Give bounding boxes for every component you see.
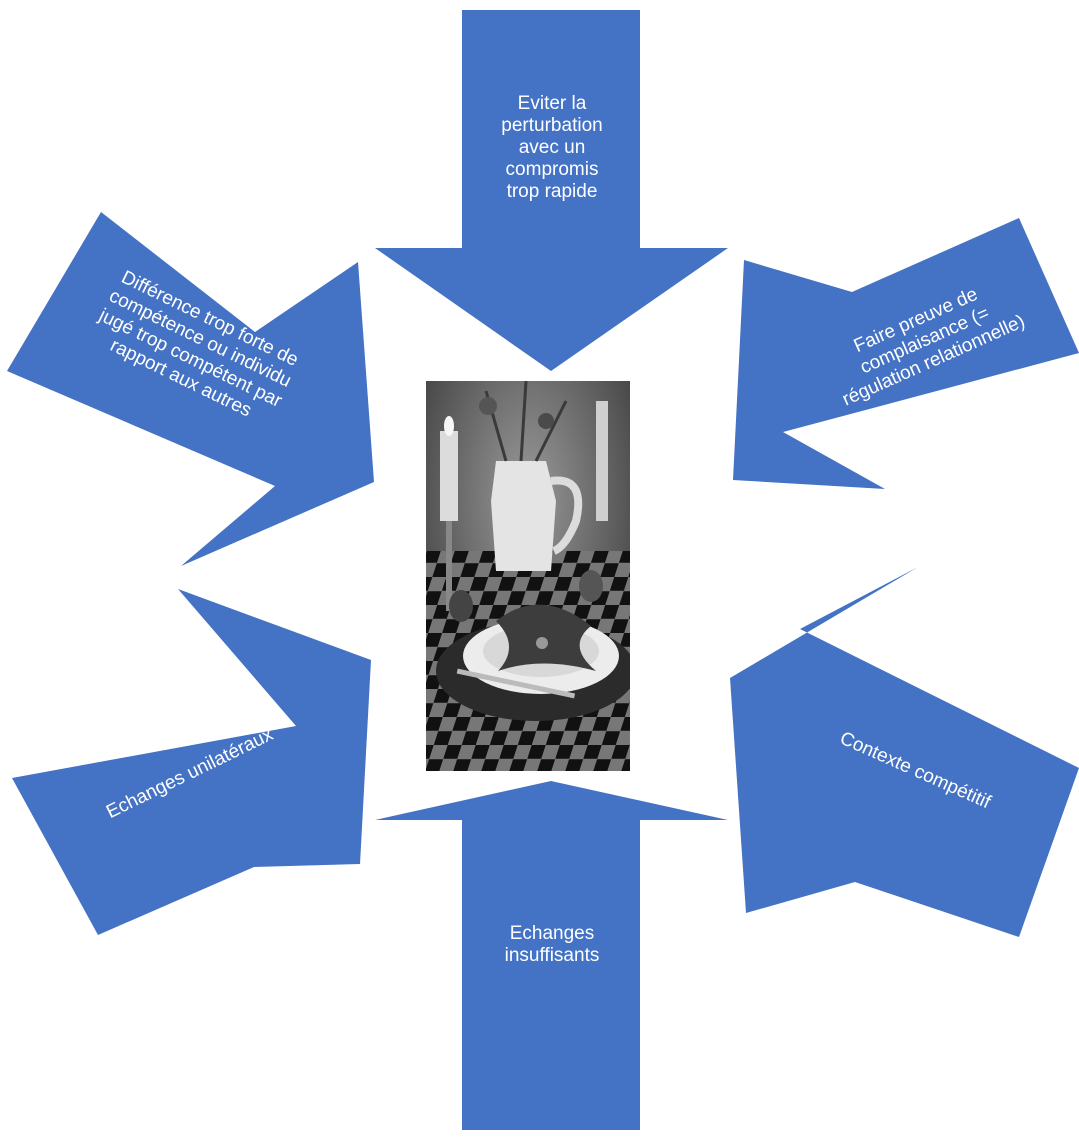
arrow-top bbox=[375, 10, 728, 371]
arrow-bottom bbox=[375, 781, 728, 1130]
arrow-lower-right bbox=[730, 567, 1079, 937]
arrow-upper-right bbox=[733, 218, 1079, 489]
table-setting-illustration bbox=[426, 381, 630, 771]
arrow-upper-left bbox=[7, 212, 374, 566]
table-setting-photo bbox=[426, 381, 630, 771]
arrow-label-top: Eviter la perturbation avec un compromis… bbox=[501, 93, 603, 202]
arrow-lower-left bbox=[12, 589, 371, 935]
arrow-label-bottom: Echanges insuffisants bbox=[504, 923, 600, 966]
